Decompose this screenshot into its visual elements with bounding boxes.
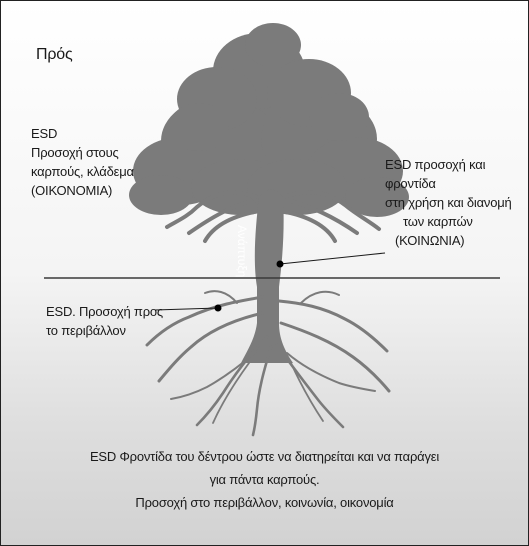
canopy-blob [309,93,369,141]
heading: Πρός [36,45,72,64]
canopy-blob [129,175,193,215]
canopy-blob [169,103,229,151]
environment-label: ESD. Προσοχή προς το περιβάλλον [46,302,163,340]
society-label-line: (ΚΟΙΝΩΝΙΑ) [385,231,528,250]
canopy-blob [245,23,301,67]
environment-pointer-dot [215,305,222,312]
root-strand [287,353,375,391]
trunk-label: Ανάπτυξη [235,225,249,277]
economy-label-line: καρπούς, κλάδεμα [31,162,134,181]
root-strand [291,363,323,421]
society-label-line: στη χρήση και διανομή [385,193,528,212]
root-strand [301,292,339,303]
society-pointer-line [280,253,385,264]
tree-canopy [129,23,409,217]
society-label: ESD προσοχή και φροντίδα στη χρήση και δ… [385,155,528,250]
society-pointer-dot [277,261,284,268]
environment-label-line: το περιβάλλον [46,321,163,340]
society-label-line: ESD προσοχή και φροντίδα [385,155,528,193]
economy-label-line: ESD [31,124,134,143]
root-strand [277,345,343,427]
bottom-caption: ESD Φροντίδα του δέντρου ώστε να διατηρε… [1,445,528,514]
bottom-caption-line: Προσοχή στο περιβάλλον, κοινωνία, οικονο… [1,491,528,514]
economy-label-line: (ΟΙΚΟΝΟΜΙΑ) [31,181,134,200]
society-label-line: των καρπών [385,212,528,231]
economy-label-line: Προσοχή στους [31,143,134,162]
environment-label-line: ESD. Προσοχή προς [46,302,163,321]
bottom-caption-line: ESD Φροντίδα του δέντρου ώστε να διατηρε… [1,445,528,468]
economy-label: ESD Προσοχή στους καρπούς, κλάδεμα (ΟΙΚΟ… [31,124,134,200]
bottom-caption-line: για πάντα καρπούς. [1,468,528,491]
